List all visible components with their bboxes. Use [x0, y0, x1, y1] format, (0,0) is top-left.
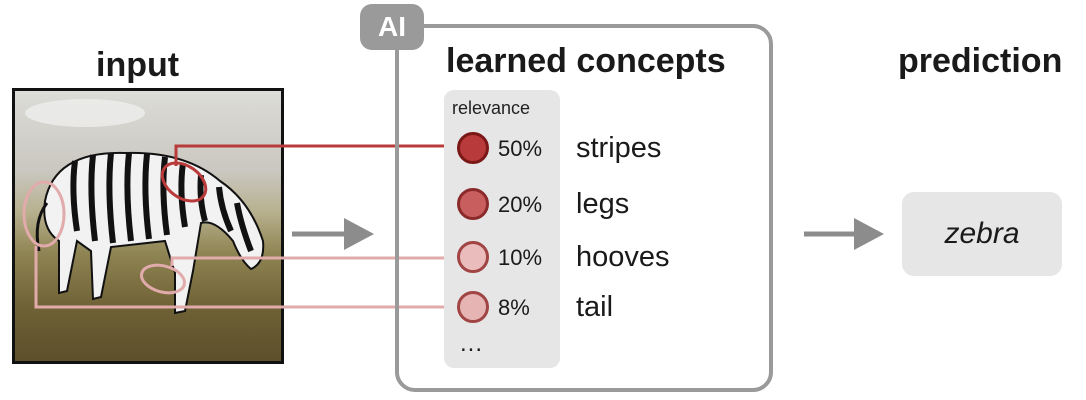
- stripes-percent: 50%: [498, 136, 543, 161]
- legs-concept-label: legs: [576, 188, 630, 220]
- relevance-label: relevance: [452, 98, 531, 118]
- tail-percent: 8%: [498, 295, 530, 320]
- hooves-concept-label: hooves: [576, 241, 670, 273]
- tail-relevance-dot: [457, 291, 489, 323]
- stripes-relevance-dot: [457, 132, 489, 164]
- ai-to-prediction-arrow: [804, 218, 884, 250]
- learned-concepts-heading: learned concepts: [446, 42, 726, 80]
- prediction-heading: prediction: [898, 42, 1063, 80]
- input-heading: input: [96, 46, 180, 84]
- more-concepts-ellipsis: ...: [460, 330, 484, 357]
- tail-concept-label: tail: [576, 291, 614, 323]
- ai-badge: AI: [360, 4, 424, 50]
- legs-relevance-dot: [457, 188, 489, 220]
- stripes-concept-label: stripes: [576, 132, 662, 164]
- hooves-relevance-dot: [457, 241, 489, 273]
- relevance-panel: [444, 90, 560, 368]
- legs-percent: 20%: [498, 192, 543, 217]
- input-to-ai-arrow: [292, 218, 374, 250]
- hooves-percent: 10%: [498, 245, 543, 270]
- prediction-output: zebra: [902, 192, 1062, 276]
- ai-frame: [395, 24, 773, 392]
- zebra-input-image: [12, 88, 284, 364]
